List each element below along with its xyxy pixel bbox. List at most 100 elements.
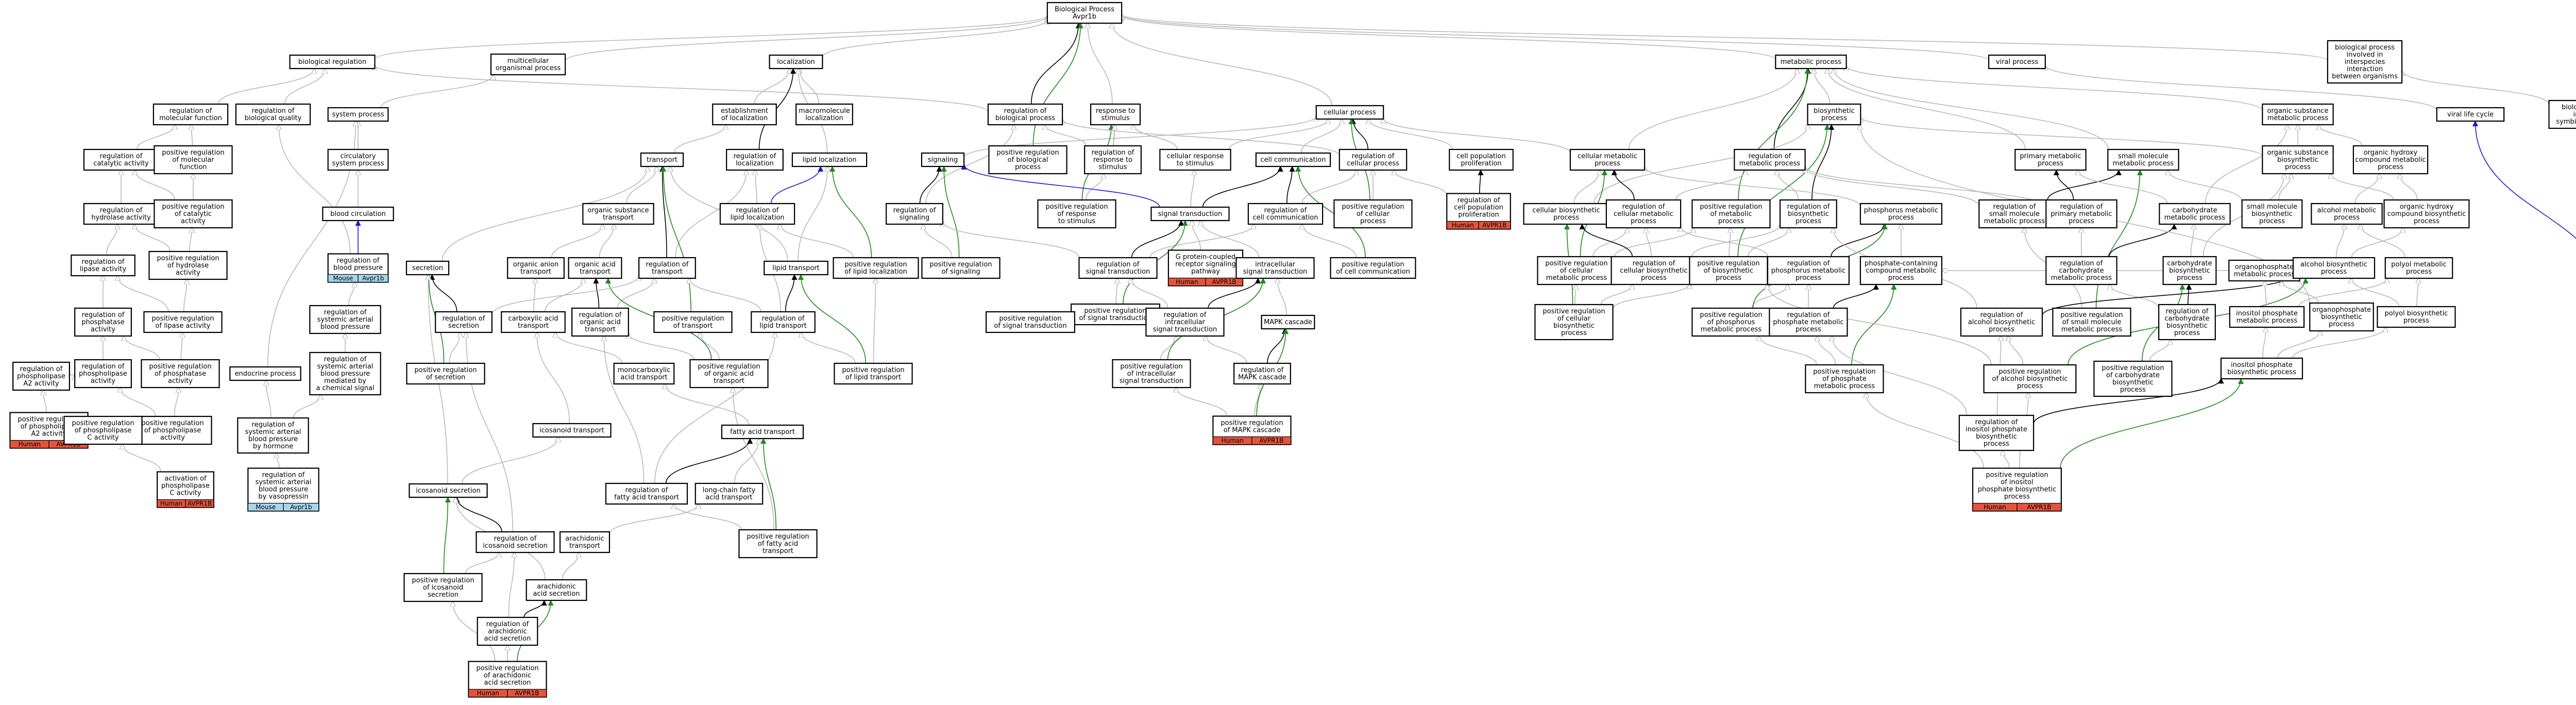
go-term-node-viral[interactable]: viral process [1988, 54, 2046, 70]
go-term-node-loc[interactable]: localization [769, 54, 823, 70]
go-term-node-icosasec[interactable]: icosanoid secretion [409, 483, 488, 498]
go-term-node-secretion[interactable]: secretion [405, 260, 450, 276]
go-term-node-cellcomm[interactable]: cell communication [1255, 152, 1331, 167]
go-term-node-mapk[interactable]: MAPK cascade [1261, 314, 1315, 330]
go-term-node-br[interactable]: biological regulation [289, 54, 376, 70]
go-term-node-vlc[interactable]: viral life cycle [2436, 107, 2505, 122]
go-term-node-sysp[interactable]: system process [327, 107, 389, 122]
go-term-node-fat[interactable]: fatty acid transport [721, 424, 804, 440]
go-term-node-endocrine[interactable]: endocrine process [229, 366, 301, 381]
go-term-node-metab[interactable]: metabolic process [1775, 54, 1847, 70]
go-term-node-rocarbbp[interactable]: regulation ofcarbohydratebiosyntheticpro… [2158, 304, 2216, 341]
